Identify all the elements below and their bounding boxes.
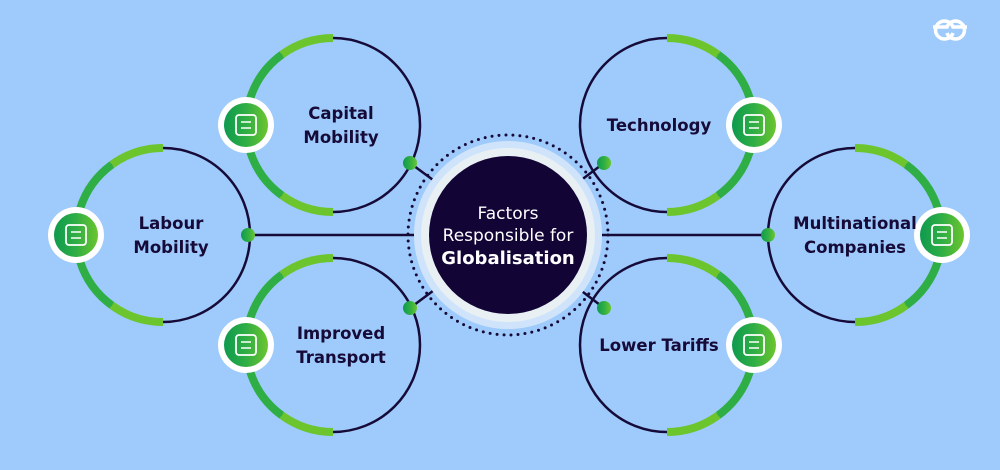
center-node: Factors Responsible for Globalisation — [406, 133, 610, 337]
green-arc-segment — [903, 260, 942, 309]
factor-label-line1: Multinational — [793, 214, 917, 233]
connector-dot — [597, 301, 611, 315]
factor-node-4: Technology — [578, 34, 782, 216]
green-arc-segment — [715, 370, 754, 419]
connector-dot — [403, 156, 417, 170]
tariff-chart-icon — [726, 317, 782, 373]
green-arc-segment — [715, 150, 754, 199]
ship-truck-icon — [218, 317, 274, 373]
green-arc-segment — [666, 192, 721, 216]
green-arc-segment — [246, 271, 285, 320]
worker-wage-icon — [48, 207, 104, 263]
green-arc-segment — [715, 271, 754, 320]
green-arc-segment — [666, 254, 721, 278]
green-arc-segment — [715, 51, 754, 100]
connector-dot — [597, 156, 611, 170]
factor-label: Lower Tariffs — [599, 336, 719, 355]
green-arc-segment — [279, 254, 334, 278]
logo-icon — [933, 19, 967, 41]
factor-label-line2: Mobility — [303, 128, 378, 147]
circuit-chip-icon — [726, 97, 782, 153]
factor-label: Technology — [607, 116, 712, 135]
green-arc-segment — [76, 161, 115, 210]
factor-label-line2: Mobility — [133, 238, 208, 257]
green-arc-segment — [279, 412, 334, 436]
factor-label-line1: Improved — [297, 324, 385, 343]
center-line2: Responsible for — [443, 226, 574, 246]
connector-dot — [241, 228, 255, 242]
factor-label-line1: Capital — [308, 104, 373, 123]
green-arc-segment — [246, 51, 285, 100]
green-arc-segment — [246, 370, 285, 419]
green-arc-segment — [109, 144, 164, 168]
green-arc-segment — [76, 260, 115, 309]
green-arc-segment — [246, 150, 285, 199]
green-arc-segment — [666, 34, 721, 58]
money-bag-building-icon — [218, 97, 274, 153]
green-arc-segment — [279, 34, 334, 58]
green-arc-segment — [279, 192, 334, 216]
green-arc-segment — [903, 161, 942, 210]
connector-dot — [403, 301, 417, 315]
factor-label-line2: Transport — [296, 348, 386, 367]
connector-dot — [761, 228, 775, 242]
green-arc-segment — [109, 302, 164, 326]
green-arc-segment — [854, 144, 909, 168]
office-building-icon — [914, 207, 970, 263]
green-arc-segment — [854, 302, 909, 326]
center-line1: Factors — [478, 204, 539, 224]
green-arc-segment — [666, 412, 721, 436]
factor-label-line2: Companies — [804, 238, 906, 257]
factor-label-line1: Labour — [139, 214, 205, 233]
center-title: Globalisation — [441, 248, 575, 269]
factor-node-6: Lower Tariffs — [578, 254, 782, 436]
